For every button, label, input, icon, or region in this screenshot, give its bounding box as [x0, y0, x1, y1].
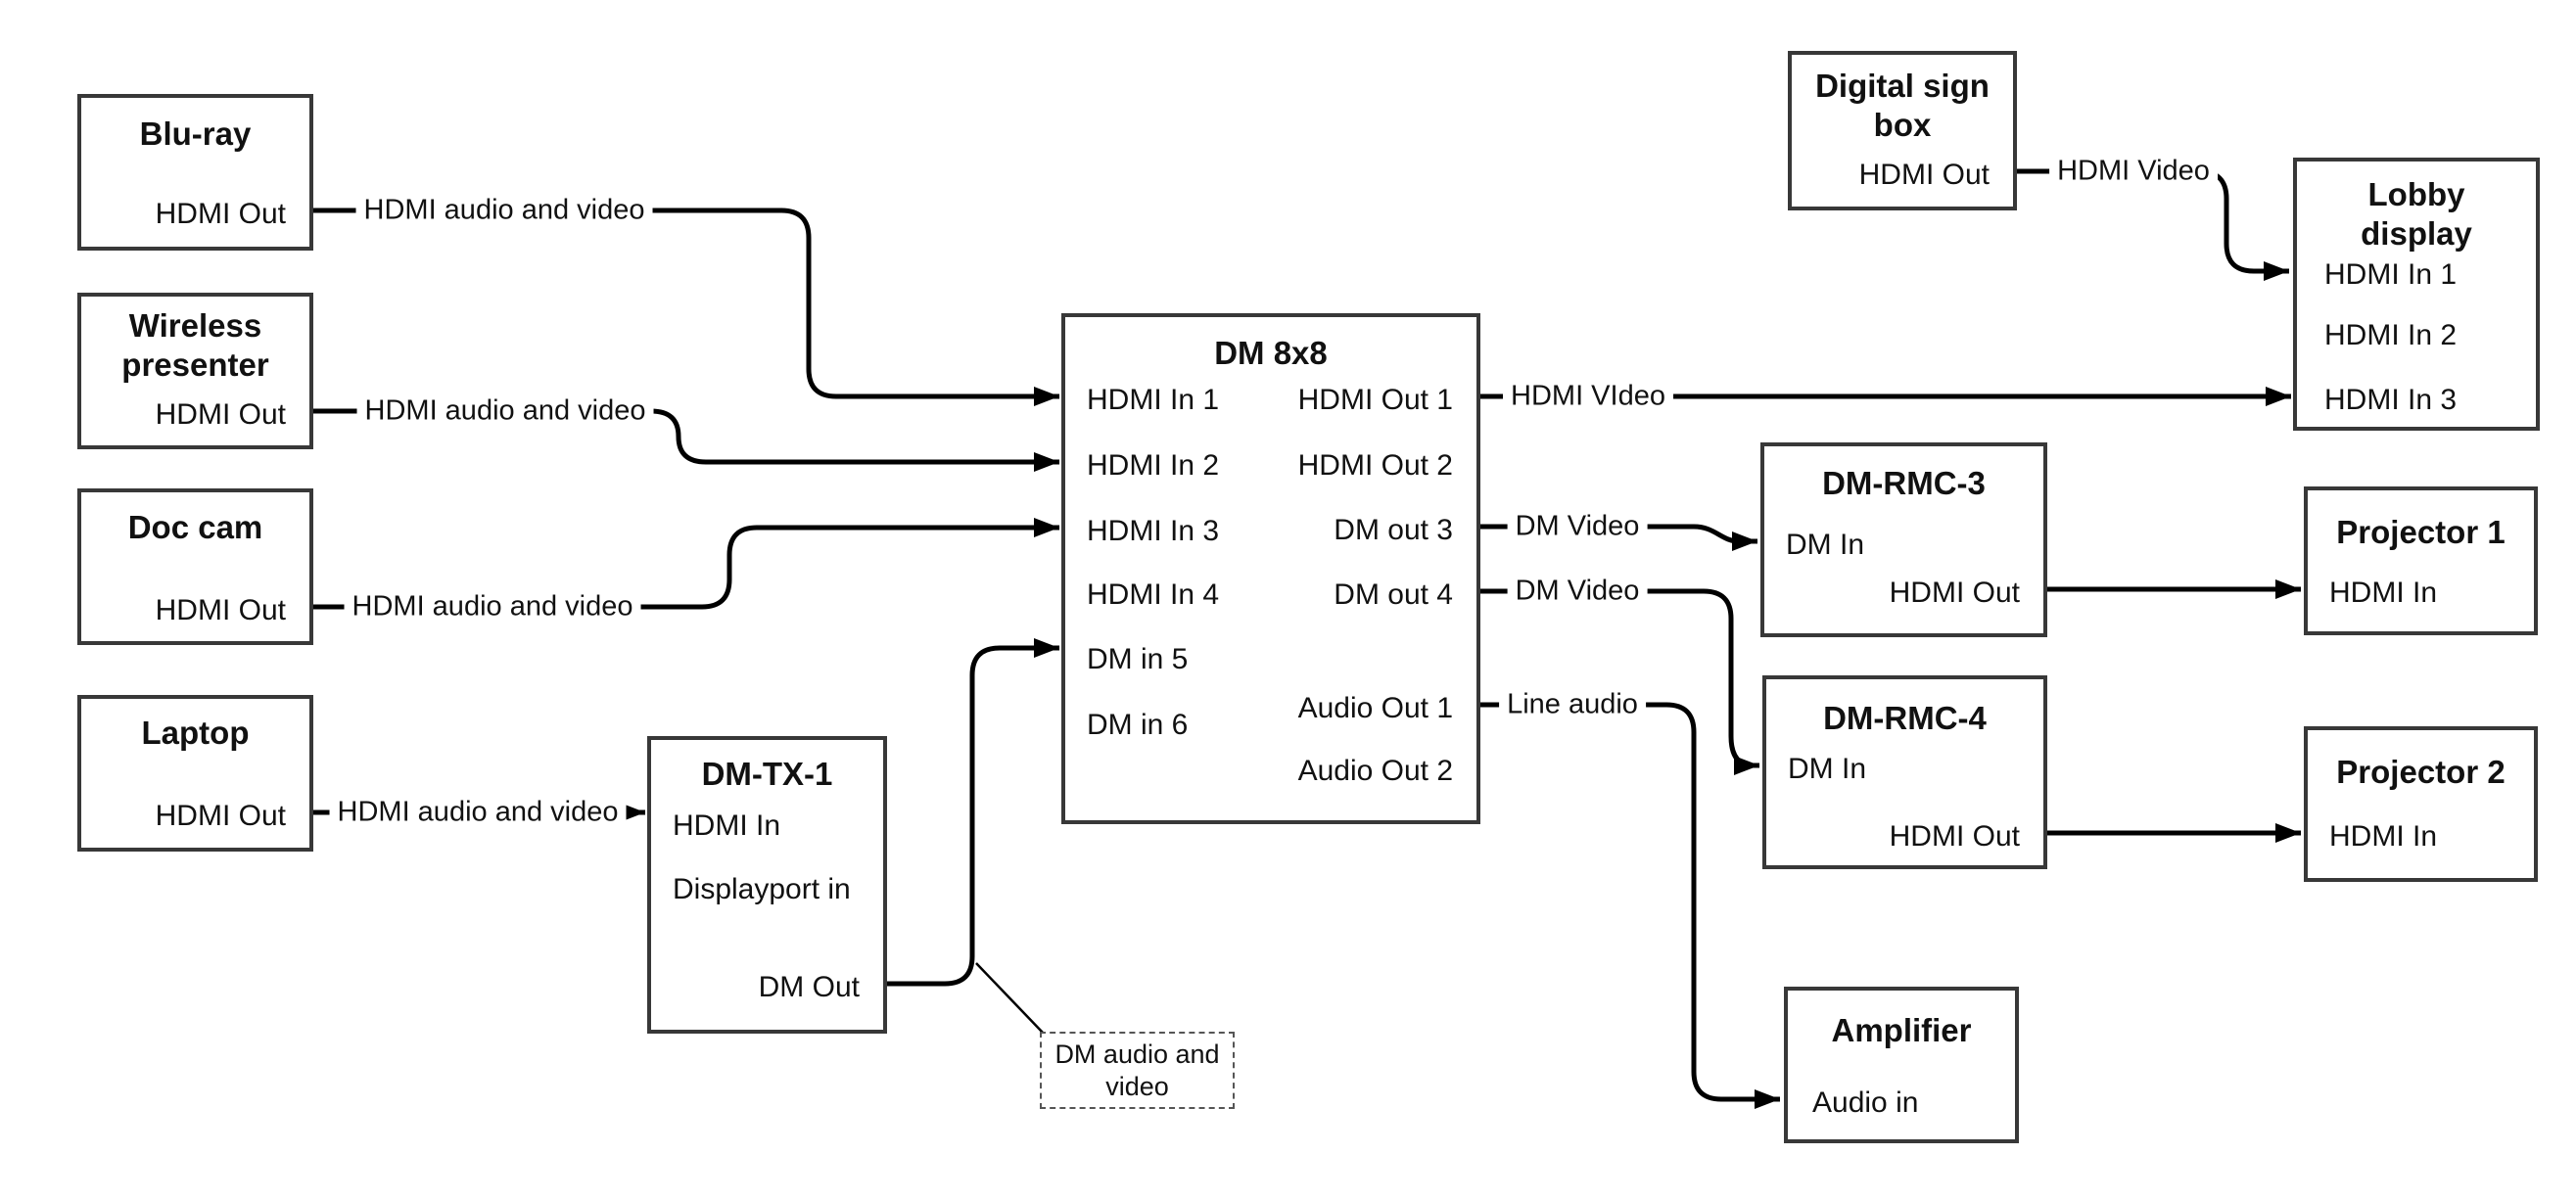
callout-text: DM audio and video: [1054, 1039, 1220, 1101]
device-laptop: Laptop HDMI Out: [77, 695, 313, 852]
device-dm-rmc-4: DM-RMC-4 DM In HDMI Out: [1762, 675, 2047, 869]
wire-wireless-to-dm8x8-in2: [313, 408, 1059, 472]
device-title: Projector 2: [2336, 754, 2506, 790]
device-bluray: Blu-ray HDMI Out: [77, 94, 313, 251]
device-dm-tx-1: DM-TX-1 HDMI In Displayport in DM Out: [647, 736, 887, 1034]
device-lobby-display: Lobby display HDMI In 1 HDMI In 2 HDMI I…: [2293, 158, 2540, 431]
wire-label-hdmi-out1: HDMI VIdeo: [1503, 380, 1673, 413]
wire-dm8x8-out3-to-rmc3: [1480, 524, 1757, 551]
port-audio-out-1: Audio Out 1: [1297, 692, 1453, 724]
device-title: Amplifier: [1831, 1012, 1972, 1048]
wire-dmtx1-to-dm8x8-in5: [887, 638, 1059, 987]
port-hdmi-out: HDMI Out: [155, 398, 286, 431]
callout-leader-line: [975, 962, 1045, 1035]
device-dm-8x8: DM 8x8 HDMI In 1 HDMI In 2 HDMI In 3 HDM…: [1061, 313, 1480, 824]
wire-label-laptop: HDMI audio and video: [329, 796, 627, 829]
port-hdmi-out: HDMI Out: [1858, 159, 1990, 191]
port-dm-in: DM In: [1786, 529, 1865, 561]
wire-dm8x8-out4-to-rmc4: [1480, 588, 1759, 775]
device-title: Wireless presenter: [121, 307, 269, 383]
port-hdmi-out: HDMI Out: [155, 198, 286, 230]
port-hdmi-out: HDMI Out: [1889, 577, 2020, 609]
port-dm-out-4: DM out 4: [1334, 578, 1453, 611]
port-hdmi-out: HDMI Out: [155, 800, 286, 832]
wire-label-audio-out1: Line audio: [1499, 688, 1646, 721]
wire-label-dm-out4: DM Video: [1507, 575, 1648, 608]
wire-label-sign: HDMI Video: [2049, 155, 2218, 188]
port-dm-in-5: DM in 5: [1087, 643, 1189, 675]
device-projector-2: Projector 2 HDMI In: [2304, 726, 2538, 882]
port-dm-out: DM Out: [758, 971, 860, 1003]
device-wireless-presenter: Wireless presenter HDMI Out: [77, 293, 313, 449]
wire-dm8x8-audio1-to-amp: [1480, 702, 1780, 1109]
wire-doccam-to-dm8x8-in3: [313, 518, 1059, 610]
device-amplifier: Amplifier Audio in: [1784, 987, 2019, 1143]
device-dm-rmc-3: DM-RMC-3 DM In HDMI Out: [1760, 442, 2047, 637]
device-title: Laptop: [141, 715, 250, 751]
port-hdmi-in: HDMI In: [2329, 820, 2438, 853]
wire-bluray-to-dm8x8-in1: [313, 208, 1059, 406]
port-hdmi-out: HDMI Out: [155, 594, 286, 626]
port-hdmi-in-2: HDMI In 2: [2324, 319, 2458, 351]
port-displayport-in: Displayport in: [673, 873, 851, 905]
device-doc-cam: Doc cam HDMI Out: [77, 488, 313, 645]
device-title: Doc cam: [127, 509, 263, 545]
port-audio-out-2: Audio Out 2: [1297, 755, 1453, 787]
device-title: DM 8x8: [1214, 335, 1328, 371]
device-title: Lobby display: [2361, 176, 2472, 252]
port-dm-in: DM In: [1788, 753, 1867, 785]
wire-label-wireless: HDMI audio and video: [356, 394, 654, 428]
port-hdmi-in-2: HDMI In 2: [1087, 449, 1220, 482]
wire-label-dm-out3: DM Video: [1507, 510, 1648, 543]
callout-dm-audio-video: DM audio and video: [1040, 1032, 1235, 1109]
device-title: Digital sign box: [1815, 68, 1990, 143]
port-hdmi-out-2: HDMI Out 2: [1297, 449, 1453, 482]
device-title: DM-RMC-3: [1822, 465, 1986, 501]
port-hdmi-in-4: HDMI In 4: [1087, 578, 1220, 611]
port-hdmi-out-1: HDMI Out 1: [1297, 384, 1453, 416]
port-audio-in: Audio in: [1812, 1086, 1919, 1119]
device-title: DM-RMC-4: [1823, 700, 1987, 736]
port-hdmi-in: HDMI In: [2329, 577, 2438, 609]
device-title: DM-TX-1: [701, 756, 833, 792]
port-hdmi-in-1: HDMI In 1: [2324, 258, 2458, 291]
device-projector-1: Projector 1 HDMI In: [2304, 486, 2538, 635]
port-hdmi-in: HDMI In: [673, 809, 781, 842]
wire-label-doccam: HDMI audio and video: [344, 590, 641, 624]
port-hdmi-in-3: HDMI In 3: [1087, 515, 1220, 547]
device-title: Blu-ray: [139, 115, 252, 152]
port-hdmi-out: HDMI Out: [1889, 820, 2020, 853]
port-hdmi-in-1: HDMI In 1: [1087, 384, 1220, 416]
port-hdmi-in-3: HDMI In 3: [2324, 384, 2458, 416]
port-dm-in-6: DM in 6: [1087, 709, 1189, 741]
device-digital-sign-box: Digital sign box HDMI Out: [1788, 51, 2017, 210]
port-dm-out-3: DM out 3: [1334, 514, 1453, 546]
device-title: Projector 1: [2336, 514, 2506, 550]
wire-label-bluray: HDMI audio and video: [355, 194, 653, 227]
